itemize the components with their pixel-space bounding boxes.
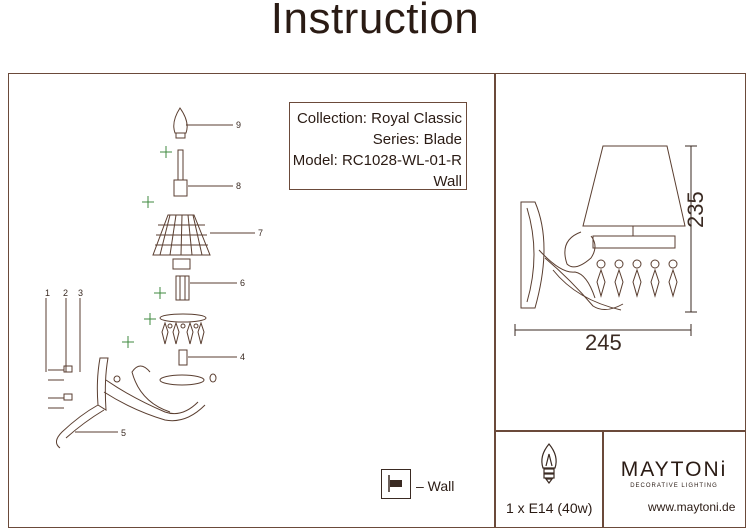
part-number-2: 2: [63, 288, 68, 298]
socket-part-icon: [173, 149, 188, 197]
lightbulb-icon: [541, 443, 557, 484]
wall-legend-label: – Wall: [416, 478, 455, 494]
part-number-3: 3: [78, 288, 83, 298]
model-text: Model: RC1028-WL-01-R: [292, 152, 462, 169]
page-title: Instruction: [270, 0, 480, 43]
dimension-lines: [514, 145, 697, 336]
wall-plate-drawing: [520, 201, 545, 309]
brand-logo: MAYTONi: [620, 458, 728, 481]
part-number-7: 7: [258, 228, 263, 238]
footer-divider: [494, 430, 746, 432]
lampshade-drawing: [582, 145, 686, 227]
shade-part-icon: [152, 214, 211, 270]
part-number-1: 1: [45, 288, 50, 298]
series-text: Series: Blade: [372, 131, 462, 148]
part-number-4: 4: [240, 352, 245, 362]
product-info-box: Collection: Royal Classic Series: Blade …: [289, 102, 467, 190]
height-dimension-label: 235: [683, 191, 708, 228]
website-link[interactable]: www.maytoni.de: [648, 500, 736, 514]
brand-tagline: DECORATIVE LIGHTING: [630, 483, 718, 489]
wall-mount-icon: [381, 469, 411, 499]
mount-text: Wall: [433, 173, 462, 190]
part-number-6: 6: [240, 278, 245, 288]
part-number-9: 9: [236, 120, 241, 130]
collection-text: Collection: Royal Classic: [296, 110, 462, 127]
arm-drawing: [538, 231, 624, 311]
panel-divider: [494, 73, 496, 528]
holder-part-icon: [175, 275, 190, 301]
wall-screws-part-icon: [48, 365, 73, 409]
bulb-part-icon: [173, 107, 188, 139]
instruction-frame: [8, 73, 746, 528]
assembled-lamp-diagram: [514, 145, 697, 336]
crystal-drops-drawing: [592, 226, 678, 298]
footer-separator: [602, 430, 604, 528]
exploded-assembly-diagram: 1 2 3 4 5 6 7 8 9: [45, 107, 263, 449]
arm-assembly-part-icon: [56, 357, 217, 449]
bulb-spec-text: 1 x E14 (40w): [506, 500, 593, 516]
crystal-ring-part-icon: [159, 313, 207, 366]
install-markers: [122, 146, 172, 348]
part-number-5: 5: [121, 428, 126, 438]
width-dimension-label: 245: [585, 330, 622, 355]
part-number-8: 8: [236, 181, 241, 191]
